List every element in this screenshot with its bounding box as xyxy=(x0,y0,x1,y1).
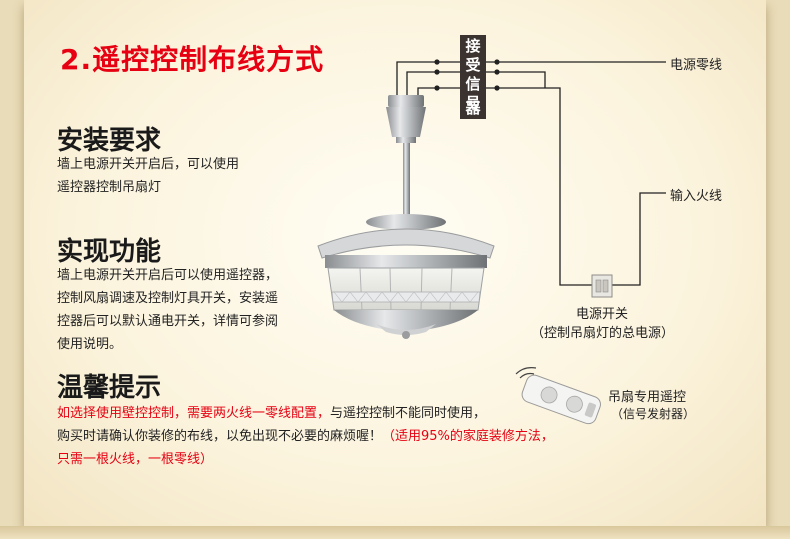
receiver-char-3: 信 xyxy=(465,75,481,93)
function-text: 墙上电源开关开启后可以使用遥控器， 控制风扇调速及控制灯具开关，安装遥 控器后可… xyxy=(57,264,278,356)
install-line-2: 遥控器控制吊扇灯 xyxy=(57,180,162,195)
switch-label: 电源开关 xyxy=(576,307,629,322)
tips-text: 如选择使用壁控控制，需要两火线一零线配置，与遥控控制不能同时使用， 购买时请确认… xyxy=(57,402,554,471)
function-heading: 实现功能 xyxy=(57,237,162,267)
bottom-band xyxy=(0,526,790,539)
remote-label: 吊扇专用遥控 xyxy=(608,390,687,405)
function-line-3: 控器后可以默认通电开关，详情可参阅 xyxy=(57,314,279,329)
tips-line-1-red: 如选择使用壁控控制，需要两火线一零线配置， xyxy=(57,406,331,421)
tips-line-2: 购买时请确认你装修的布线，以免出现不必要的麻烦喔！（适用95%的家庭装修方法， xyxy=(57,425,554,448)
receiver-wire-a xyxy=(486,71,546,88)
remote-control-image xyxy=(521,374,601,425)
live-wire-label: 输入火线 xyxy=(670,189,723,204)
tips-line-2-red: （适用95%的家庭装修方法， xyxy=(382,429,554,444)
wires xyxy=(396,61,666,286)
wall-switch-image xyxy=(591,274,613,298)
function-line-4: 使用说明。 xyxy=(57,337,123,352)
receiver-char-5: 器 xyxy=(465,99,481,117)
tips-heading: 温馨提示 xyxy=(57,373,162,403)
install-text: 墙上电源开关开启后，可以使用 遥控器控制吊扇灯 xyxy=(57,153,239,199)
receiver-char-5-wrap: 器 xyxy=(460,99,486,118)
tips-line-3: 只需一根火线，一根零线） xyxy=(57,452,214,467)
lamp-wire-2 xyxy=(406,71,460,95)
neutral-wire xyxy=(396,61,666,95)
ceiling-fan-light-image xyxy=(317,95,495,339)
function-line-2: 控制风扇调速及控制灯具开关，安装遥 xyxy=(57,291,279,306)
tips-line-1-rest: 与遥控控制不能同时使用， xyxy=(330,406,487,421)
live-wire xyxy=(612,192,666,286)
page-title: 2.遥控控制布线方式 xyxy=(60,43,325,76)
lamp-wire-3 xyxy=(417,87,460,95)
receiver-char-2: 受 xyxy=(465,56,481,74)
junction-dots xyxy=(434,59,500,91)
install-line-1: 墙上电源开关开启后，可以使用 xyxy=(57,157,240,172)
switch-note: （控制吊扇灯的总电源） xyxy=(531,326,675,341)
signal-receiver-box: 接 受 信 号 xyxy=(460,35,486,119)
signal-waves-icon xyxy=(515,367,537,379)
function-line-1: 墙上电源开关开启后可以使用遥控器， xyxy=(57,268,279,283)
receiver-char-4: 号 xyxy=(465,94,481,112)
install-heading: 安装要求 xyxy=(57,126,162,156)
tips-line-2-black: 购买时请确认你装修的布线，以免出现不必要的麻烦喔！ xyxy=(57,429,383,444)
receiver-char-1: 接 xyxy=(465,37,481,55)
receiver-to-switch-wire xyxy=(486,87,592,286)
remote-note: （信号发射器） xyxy=(611,407,696,421)
neutral-wire-label: 电源零线 xyxy=(670,58,723,73)
tips-line-1: 如选择使用壁控控制，需要两火线一零线配置，与遥控控制不能同时使用， xyxy=(57,402,554,425)
